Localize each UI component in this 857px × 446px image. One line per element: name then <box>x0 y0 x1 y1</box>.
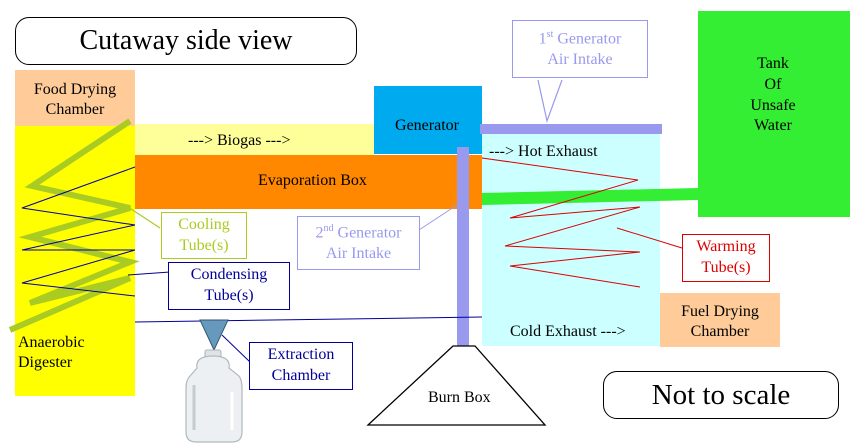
tank-body <box>698 11 850 217</box>
food-drying-chamber-body <box>15 70 135 126</box>
cold-exhaust-label: Cold Exhaust ---> <box>510 323 626 340</box>
air-intake-pipe-segment-2 <box>457 170 469 180</box>
second-air-intake-pipe <box>457 155 469 347</box>
burn-box-label: Burn Box <box>428 389 491 406</box>
first-air-intake-pipe <box>480 124 662 134</box>
tank-label: Tank Of Unsafe Water <box>750 55 796 135</box>
biogas-channel <box>135 124 375 156</box>
water-jug <box>185 349 243 443</box>
condensing-leader <box>127 271 171 276</box>
scale-note-box: Not to scale <box>603 371 839 419</box>
condensing-tubes <box>21 166 136 297</box>
first-air-intake-callout: 1st Generator Air Intake <box>512 20 648 78</box>
second-intake-leader <box>418 204 458 231</box>
air-intake-pipe-segment-3 <box>457 193 469 203</box>
scale-note: Not to scale <box>651 378 791 411</box>
anaerobic-digester-label: Anaerobic Digester <box>18 334 85 371</box>
burn-box-outline <box>366 345 547 426</box>
evaporation-box-label: Evaporation Box <box>258 172 367 189</box>
cooling-leader <box>127 206 161 229</box>
warming-tubes <box>481 157 641 288</box>
fuel-drying-chamber-body <box>660 293 780 347</box>
exhaust-chamber <box>482 134 660 346</box>
extraction-leader <box>221 334 251 363</box>
tank-feed-pipe <box>482 188 698 205</box>
air-intake-pipe-segment-1 <box>457 147 469 156</box>
evaporation-box-body <box>135 155 482 209</box>
extraction-funnel <box>199 319 229 352</box>
warming-tubes-callout: Warming Tube(s) <box>682 234 770 282</box>
first-intake-leader <box>537 79 563 124</box>
food-drying-chamber-label: Food Drying Chamber <box>33 81 117 118</box>
cooling-tubes-callout: Cooling Tube(s) <box>161 212 247 259</box>
diagram-title: Cutaway side view <box>79 25 293 56</box>
title-box: Cutaway side view <box>15 17 357 65</box>
condensing-return-line <box>134 316 483 323</box>
generator-label: Generator <box>395 117 459 134</box>
extraction-chamber-callout: Extraction Chamber <box>249 342 353 390</box>
biogas-label: ---> Biogas ---> <box>188 132 291 149</box>
hot-exhaust-label: ---> Hot Exhaust <box>489 143 598 160</box>
condensing-tubes-callout: Condensing Tube(s) <box>168 262 290 310</box>
fuel-drying-chamber-label: Fuel Drying Chamber <box>681 303 759 340</box>
generator-body <box>374 86 482 154</box>
warming-leader <box>616 227 683 249</box>
second-air-intake-callout: 2nd Generator Air Intake <box>297 216 420 270</box>
